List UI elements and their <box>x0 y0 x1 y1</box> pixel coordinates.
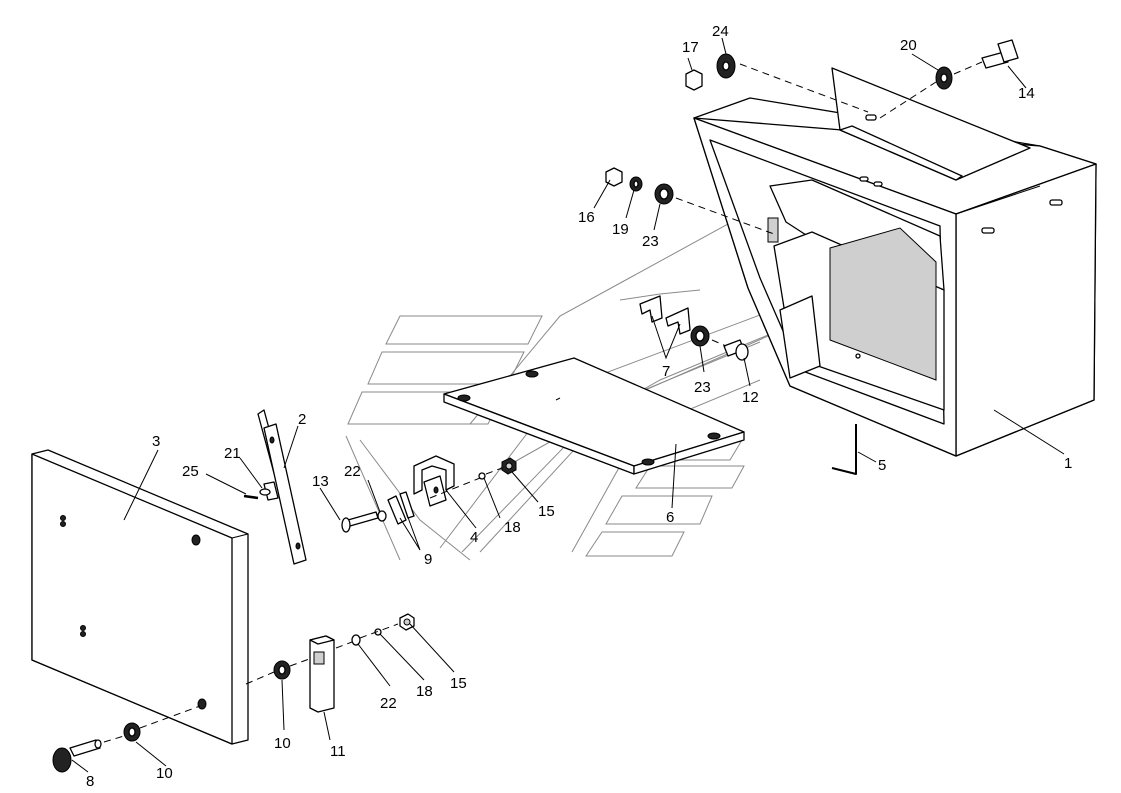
rod-part-5 <box>831 424 857 475</box>
top-hardware-far <box>935 39 1019 90</box>
callout-22a: 22 <box>344 463 361 480</box>
latch-plate-part-11 <box>309 635 335 713</box>
callout-8: 8 <box>86 773 94 790</box>
side-hardware <box>690 325 749 361</box>
callout-18b: 18 <box>416 683 433 700</box>
knob-part-8 <box>52 739 102 773</box>
callout-5: 5 <box>878 457 886 474</box>
callout-3: 3 <box>152 433 160 450</box>
callout-23a: 23 <box>642 233 659 250</box>
pin-part-25 <box>243 488 271 500</box>
callout-1: 1 <box>1064 455 1072 472</box>
callout-4: 4 <box>470 529 478 546</box>
top-hardware-right <box>685 53 736 91</box>
callout-17: 17 <box>682 39 699 56</box>
bolt-part-13 <box>341 511 379 533</box>
housing-part-1 <box>693 67 1097 457</box>
callout-labels: 1 2 3 4 5 6 7 8 9 10 10 11 12 13 14 15 1… <box>86 23 1072 790</box>
callout-10b: 10 <box>156 765 173 782</box>
plate-part-9 <box>387 491 415 525</box>
assembly-lines <box>103 61 983 743</box>
callout-14: 14 <box>1018 85 1035 102</box>
plate-part-6 <box>443 357 745 475</box>
callout-21: 21 <box>224 445 241 462</box>
callout-20: 20 <box>900 37 917 54</box>
hinge-strip-part-2 <box>257 409 307 565</box>
callout-23b: 23 <box>694 379 711 396</box>
callout-19: 19 <box>612 221 629 238</box>
callout-12: 12 <box>742 389 759 406</box>
bracket-hardware <box>377 457 517 522</box>
callout-11: 11 <box>330 743 346 760</box>
callout-18a: 18 <box>504 519 521 536</box>
leader-lines <box>71 37 1065 773</box>
callout-7: 7 <box>662 363 670 380</box>
door-panel-part-3 <box>31 449 249 745</box>
callout-15b: 15 <box>450 675 467 692</box>
latch-hardware <box>351 613 415 646</box>
callout-10a: 10 <box>274 735 291 752</box>
washer-part-10 <box>123 660 291 742</box>
callout-2: 2 <box>298 411 306 428</box>
callout-16: 16 <box>578 209 595 226</box>
top-hardware-left <box>605 167 674 205</box>
callout-25: 25 <box>182 463 199 480</box>
clip-part-7 <box>639 295 691 335</box>
callout-22b: 22 <box>380 695 397 712</box>
callout-15a: 15 <box>538 503 555 520</box>
bracket-part-4 <box>413 455 455 507</box>
callout-6: 6 <box>666 509 674 526</box>
callout-13: 13 <box>312 473 329 490</box>
callout-9: 9 <box>424 551 432 568</box>
callout-24: 24 <box>712 23 729 40</box>
